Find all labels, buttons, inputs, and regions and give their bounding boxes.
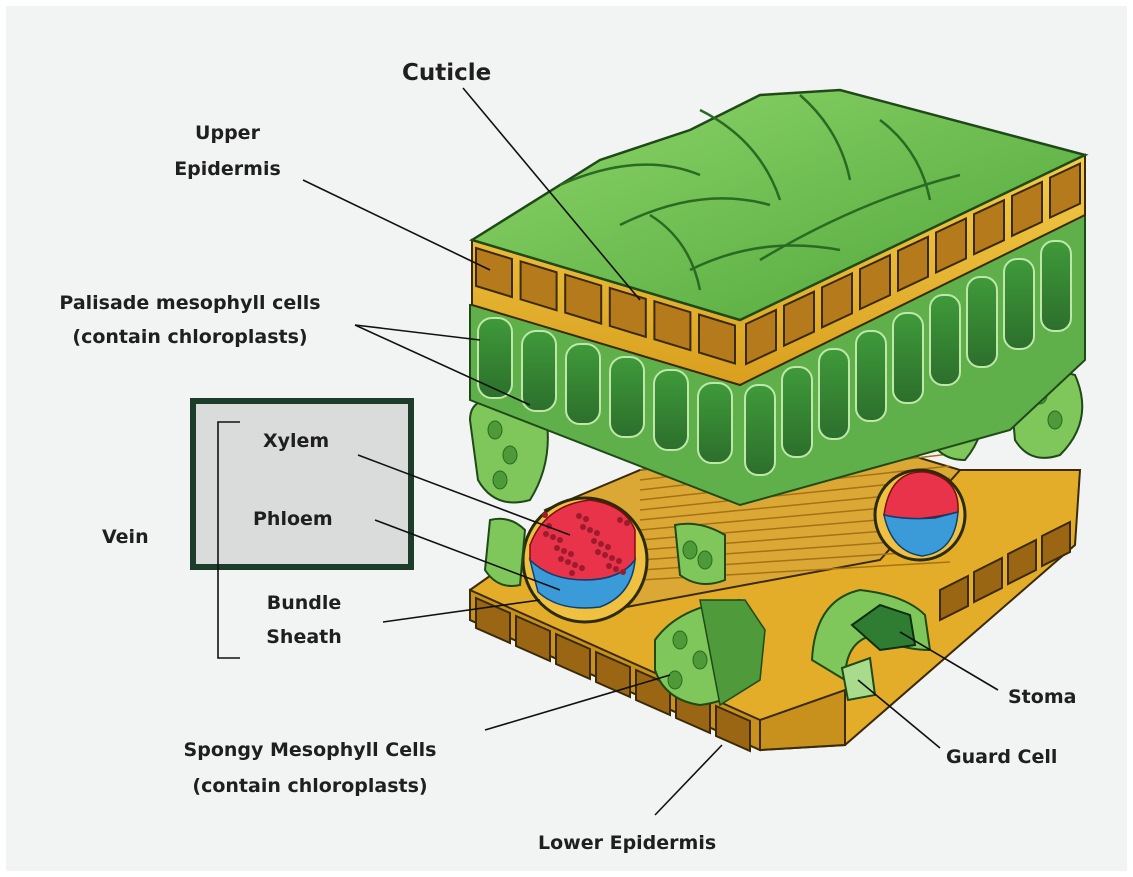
xylem-vessel-dot	[617, 517, 623, 523]
palisade-cell	[610, 357, 644, 437]
xylem-vessel-dot	[587, 527, 593, 533]
xylem-vessel-dot	[594, 530, 600, 536]
chloroplast-dot	[503, 446, 517, 464]
xylem-vessel-dot	[595, 549, 601, 555]
xylem-vessel-dot	[591, 538, 597, 544]
xylem-vessel-dot	[542, 512, 548, 518]
xylem-vessel-dot	[576, 513, 582, 519]
xylem-vessel-dot	[616, 558, 622, 564]
palisade-line-2: (contain chloroplasts)	[25, 324, 355, 350]
palisade-cell	[782, 367, 812, 457]
lower-epidermis-label: Lower Epidermis	[538, 830, 716, 856]
xylem-vessel-dot	[550, 534, 556, 540]
phloem-label: Phloem	[253, 506, 333, 532]
xylem-vessel-dot	[569, 570, 575, 576]
xylem-vessel-dot	[598, 541, 604, 547]
bundle-sheath-label: Bundle Sheath	[245, 590, 363, 650]
xylem-vessel-dot	[561, 548, 567, 554]
xylem-vessel-dot	[557, 537, 563, 543]
xylem-vessel-dot	[558, 556, 564, 562]
xylem-vessel-dot	[554, 545, 560, 551]
palisade-cell	[522, 331, 556, 411]
xylem-vessel-dot	[580, 524, 586, 530]
xylem-vessel-dot	[606, 563, 612, 569]
palisade-line-1: Palisade mesophyll cells	[25, 290, 355, 316]
xylem-vessel-dot	[624, 520, 630, 526]
palisade-label: Palisade mesophyll cells (contain chloro…	[25, 290, 355, 350]
chloroplast-dot	[1048, 411, 1062, 429]
xylem-vessel-dot	[565, 559, 571, 565]
vein-label: Vein	[102, 524, 149, 550]
spongy-mesophyll-label: Spongy Mesophyll Cells (contain chloropl…	[145, 737, 475, 799]
xylem-vessel-dot	[602, 552, 608, 558]
upper-epidermis-line-2: Epidermis	[155, 156, 300, 182]
palisade-cell	[819, 349, 849, 439]
chloroplast-dot	[488, 421, 502, 439]
xylem-vessel-dot	[579, 565, 585, 571]
xylem-vessel-dot	[572, 562, 578, 568]
palisade-cell	[893, 313, 923, 403]
spongy-line-1: Spongy Mesophyll Cells	[145, 737, 475, 763]
palisade-cell	[745, 385, 775, 475]
chloroplast-dot	[673, 631, 687, 649]
xylem-vessel-dot	[568, 551, 574, 557]
palisade-cell	[478, 318, 512, 398]
palisade-cell	[967, 277, 997, 367]
chloroplast-dot	[693, 651, 707, 669]
xylem-vessel-dot	[583, 516, 589, 522]
spongy-line-2: (contain chloroplasts)	[145, 773, 475, 799]
xylem-vessel-dot	[613, 566, 619, 572]
palisade-cell	[930, 295, 960, 385]
upper-epidermis-line-1: Upper	[155, 120, 300, 146]
chloroplast-dot	[698, 551, 712, 569]
stoma-label: Stoma	[1008, 684, 1076, 710]
guard-cell-label: Guard Cell	[946, 744, 1057, 770]
xylem-vessel-dot	[605, 544, 611, 550]
xylem-vessel-dot	[609, 555, 615, 561]
palisade-cell	[1041, 241, 1071, 331]
palisade-cell	[698, 383, 732, 463]
palisade-cell	[1004, 259, 1034, 349]
palisade-cell	[856, 331, 886, 421]
chloroplast-dot	[493, 471, 507, 489]
palisade-cell	[654, 370, 688, 450]
xylem-vessel-dot	[543, 531, 549, 537]
palisade-cell	[566, 344, 600, 424]
upper-epidermis-label: Upper Epidermis	[155, 120, 300, 182]
bundle-sheath-line-1: Bundle	[245, 590, 363, 616]
xylem-vessel-dot	[620, 569, 626, 575]
chloroplast-dot	[683, 541, 697, 559]
xylem-label: Xylem	[263, 428, 329, 454]
cuticle-label: Cuticle	[402, 60, 491, 86]
bundle-sheath-line-2: Sheath	[245, 624, 363, 650]
chloroplast-dot	[668, 671, 682, 689]
